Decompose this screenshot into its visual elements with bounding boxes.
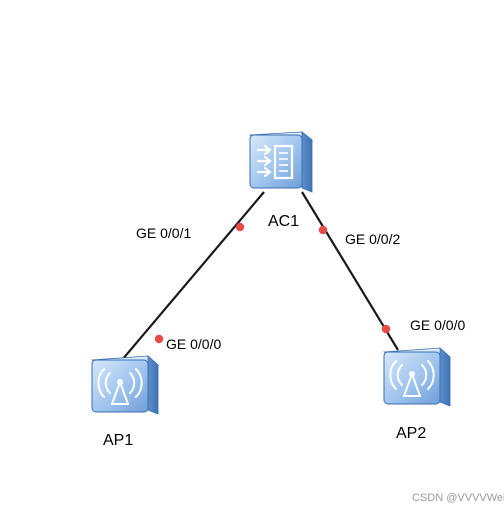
device-label-ac1: AC1 [268,213,299,230]
port-dot-ap1-ge000[interactable] [154,334,164,344]
port-dot-ac1-ge001[interactable] [235,222,245,232]
port-label-ap1-ge000: GE 0/0/0 [166,336,221,352]
port-label-ac1-ge001: GE 0/0/1 [136,225,191,241]
access-controller-icon [249,131,314,193]
link-ac1-ap2[interactable] [301,191,399,351]
wireless-ap-icon [383,347,451,407]
device-ac1[interactable]: AC1 [249,131,314,230]
watermark: CSDN @VVVVWeiYee [412,492,504,504]
device-label-ap2: AP2 [396,425,426,442]
device-ap2[interactable]: AP2 [383,347,451,442]
port-label-ap2-ge000: GE 0/0/0 [410,317,465,333]
wireless-ap-icon [91,355,159,415]
port-dot-ac1-ge002[interactable] [318,225,328,235]
device-ap1[interactable]: AP1 [91,355,159,449]
device-label-ap1: AP1 [103,432,133,449]
port-dot-ap2-ge000[interactable] [381,324,391,334]
link-ac1-ap1[interactable] [121,191,265,361]
port-label-ac1-ge002: GE 0/0/2 [345,231,400,247]
